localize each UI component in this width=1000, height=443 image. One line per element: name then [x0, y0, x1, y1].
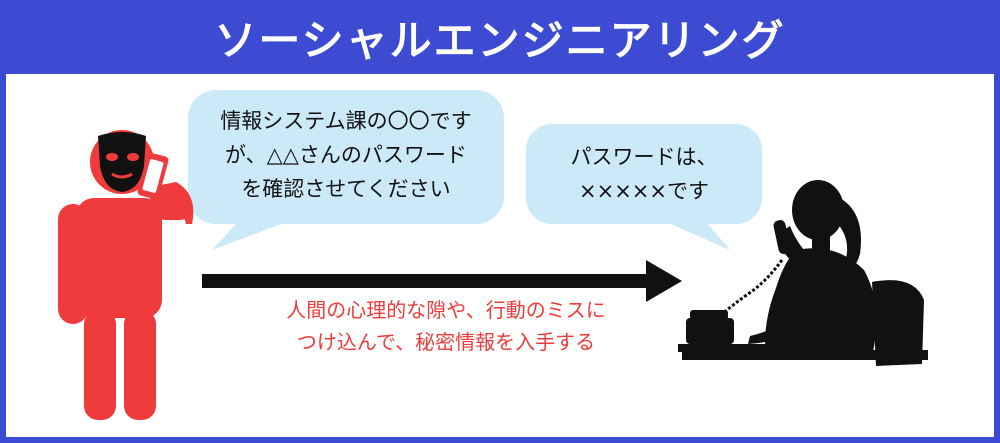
diagram-canvas: 情報システム課の〇〇です が、△△さんのパスワード を確認させてください パスワ… [6, 74, 994, 437]
diagram-graphics [58, 90, 928, 420]
victim-speech-line: ×××××です [579, 179, 709, 203]
attacker-speech-line: 情報システム課の〇〇です [220, 109, 472, 133]
attacker-speech-text: 情報システム課の〇〇です が、△△さんのパスワード を確認させてください [192, 104, 500, 206]
caption-line: つけ込んで、秘密情報を入手する [296, 330, 596, 354]
phone-cord-icon [721, 259, 784, 316]
victim-speech-text: パスワードは、 ×××××です [530, 140, 758, 208]
page-title: ソーシャルエンジニアリング [214, 15, 786, 65]
caption-line: 人間の心理的な隙や、行動のミスに [286, 298, 606, 322]
woman-on-desk-phone-icon [678, 180, 928, 366]
mask-icon [98, 132, 146, 192]
victim-speech-line: パスワードは、 [570, 145, 718, 169]
attacker-speech-bubble [188, 90, 504, 250]
masked-caller-icon [58, 130, 194, 420]
attacker-speech-line: が、△△さんのパスワード [225, 143, 467, 167]
arrow-icon [202, 260, 682, 302]
attacker-speech-line: を確認させてください [241, 177, 451, 201]
victim-speech-bubble [526, 124, 762, 250]
arrow-caption: 人間の心理的な隙や、行動のミスに つけ込んで、秘密情報を入手する [246, 294, 646, 358]
